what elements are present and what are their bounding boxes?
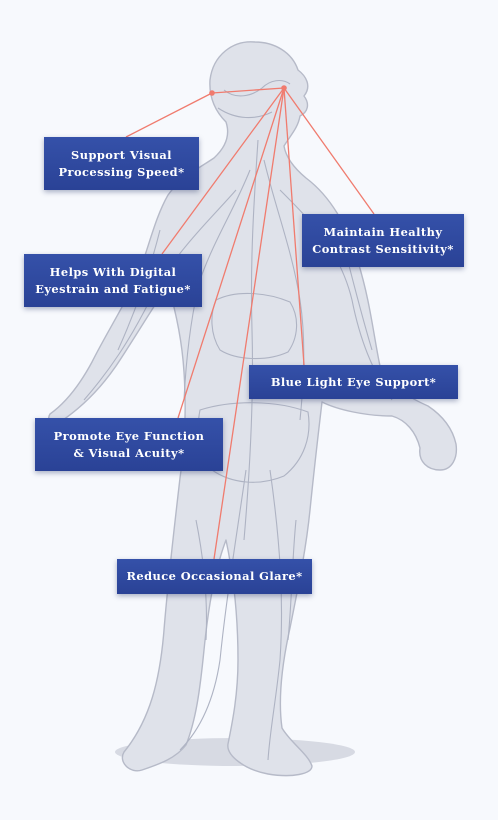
connector-lines xyxy=(125,87,375,560)
human-anatomy-illustration xyxy=(48,41,458,777)
callout-line: Contrast Sensitivity* xyxy=(312,241,454,256)
callout-line: Support Visual xyxy=(71,147,172,162)
callout-line: Reduce Occasional Glare* xyxy=(126,569,303,583)
callout-line: Maintain Healthy xyxy=(323,224,443,239)
callout-contrast-sensitivity: Maintain Healthy Contrast Sensitivity* xyxy=(302,214,464,267)
connector-dot-cheek xyxy=(209,90,215,96)
callout-reduce-glare: Reduce Occasional Glare* xyxy=(117,559,312,594)
callout-eye-function-acuity: Promote Eye Function & Visual Acuity* xyxy=(35,418,223,471)
callout-line: & Visual Acuity* xyxy=(73,445,185,460)
body-silhouette xyxy=(48,41,458,777)
callout-digital-eyestrain: Helps With Digital Eyestrain and Fatigue… xyxy=(24,254,202,307)
callout-line: Blue Light Eye Support* xyxy=(270,374,437,389)
callout-visual-processing-speed: Support Visual Processing Speed* xyxy=(44,137,199,190)
callout-line: Promote Eye Function xyxy=(53,428,205,443)
callout-line: Processing Speed* xyxy=(58,164,185,179)
callout-line: Eyestrain and Fatigue* xyxy=(35,281,191,296)
callout-blue-light-support: Blue Light Eye Support* xyxy=(249,365,458,399)
callout-line: Helps With Digital xyxy=(49,264,177,279)
connector-dot-eye xyxy=(281,85,287,91)
connector-dots xyxy=(209,85,287,96)
